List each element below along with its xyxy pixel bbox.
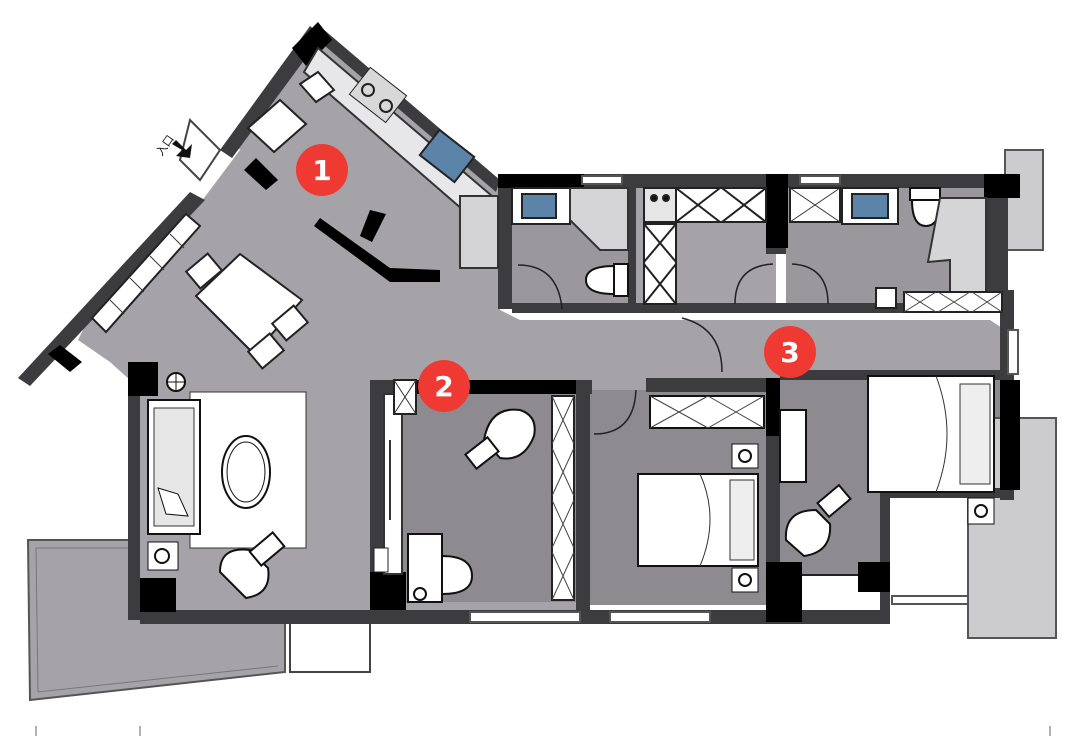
bathroom-1 xyxy=(511,187,629,297)
sink-icon xyxy=(418,128,476,184)
stove-icon xyxy=(348,66,408,124)
bottom-bay xyxy=(289,621,371,673)
wall-bath2-right xyxy=(986,174,1008,294)
windows xyxy=(469,175,1019,623)
bedroom-wardrobe xyxy=(649,395,765,429)
entrance-label: 入口 xyxy=(154,133,177,158)
bedroom-middle xyxy=(637,395,765,593)
study xyxy=(373,379,575,603)
master-bed-icon xyxy=(867,375,995,493)
sofa-icon xyxy=(147,399,201,535)
dining-set xyxy=(184,252,310,370)
wall-bedroom-mid-top xyxy=(646,378,780,392)
marker-1-label: 1 xyxy=(312,154,331,187)
marker-1: 1 xyxy=(296,144,348,196)
toilet-icon xyxy=(584,263,629,297)
dimension-ticks xyxy=(35,726,1051,736)
shower xyxy=(569,187,629,251)
dining-chair xyxy=(270,304,310,342)
study-shelf xyxy=(383,393,403,575)
entrance-floor xyxy=(178,118,222,182)
wall-top xyxy=(498,174,1008,188)
wall-upper-lower xyxy=(512,303,1000,313)
bed-icon xyxy=(637,473,759,567)
toilet-icon-2 xyxy=(909,187,942,228)
marker-2: 2 xyxy=(418,360,470,412)
top-right-balcony xyxy=(1004,149,1044,251)
study-chair-icon xyxy=(464,408,536,471)
living-room xyxy=(147,372,307,600)
sink-icon-2 xyxy=(521,193,557,219)
wall-kitchen-upper xyxy=(220,26,322,158)
lamp-icon xyxy=(147,372,186,571)
kitchen xyxy=(246,46,499,269)
entrance-arrow-icon xyxy=(172,140,192,158)
tv-cabinet xyxy=(779,409,807,483)
kitchen-floor xyxy=(238,30,498,272)
closet xyxy=(643,187,767,305)
kitchen-cabinet-2 xyxy=(298,70,336,104)
entrance: 入口 xyxy=(154,118,222,182)
marker-3-label: 3 xyxy=(780,336,799,369)
marker-3: 3 xyxy=(764,326,816,378)
wall-blocks xyxy=(48,22,1020,622)
chair-icon xyxy=(784,483,852,558)
study-wardrobe xyxy=(551,395,575,601)
dining-chair-2 xyxy=(246,332,286,370)
fridge xyxy=(459,195,499,269)
wall-left-lower xyxy=(128,385,140,620)
wall-bath1-right xyxy=(628,188,636,303)
coffee-table xyxy=(221,435,271,509)
armchair-icon xyxy=(218,531,286,600)
wall-bath1-left xyxy=(498,174,512,309)
wall-diagonal-left xyxy=(18,192,205,386)
dining-chair-3 xyxy=(184,252,224,290)
bathroom-2 xyxy=(789,187,1003,313)
sink-icon-3 xyxy=(851,193,889,219)
wall-master-inner xyxy=(880,488,890,623)
door-swing-icon xyxy=(517,263,829,435)
marker-2-label: 2 xyxy=(434,370,453,403)
master-bedroom xyxy=(779,375,995,558)
kitchen-cabinet xyxy=(246,98,308,154)
wall-study-right xyxy=(576,380,590,610)
window-cabinet xyxy=(90,212,202,334)
